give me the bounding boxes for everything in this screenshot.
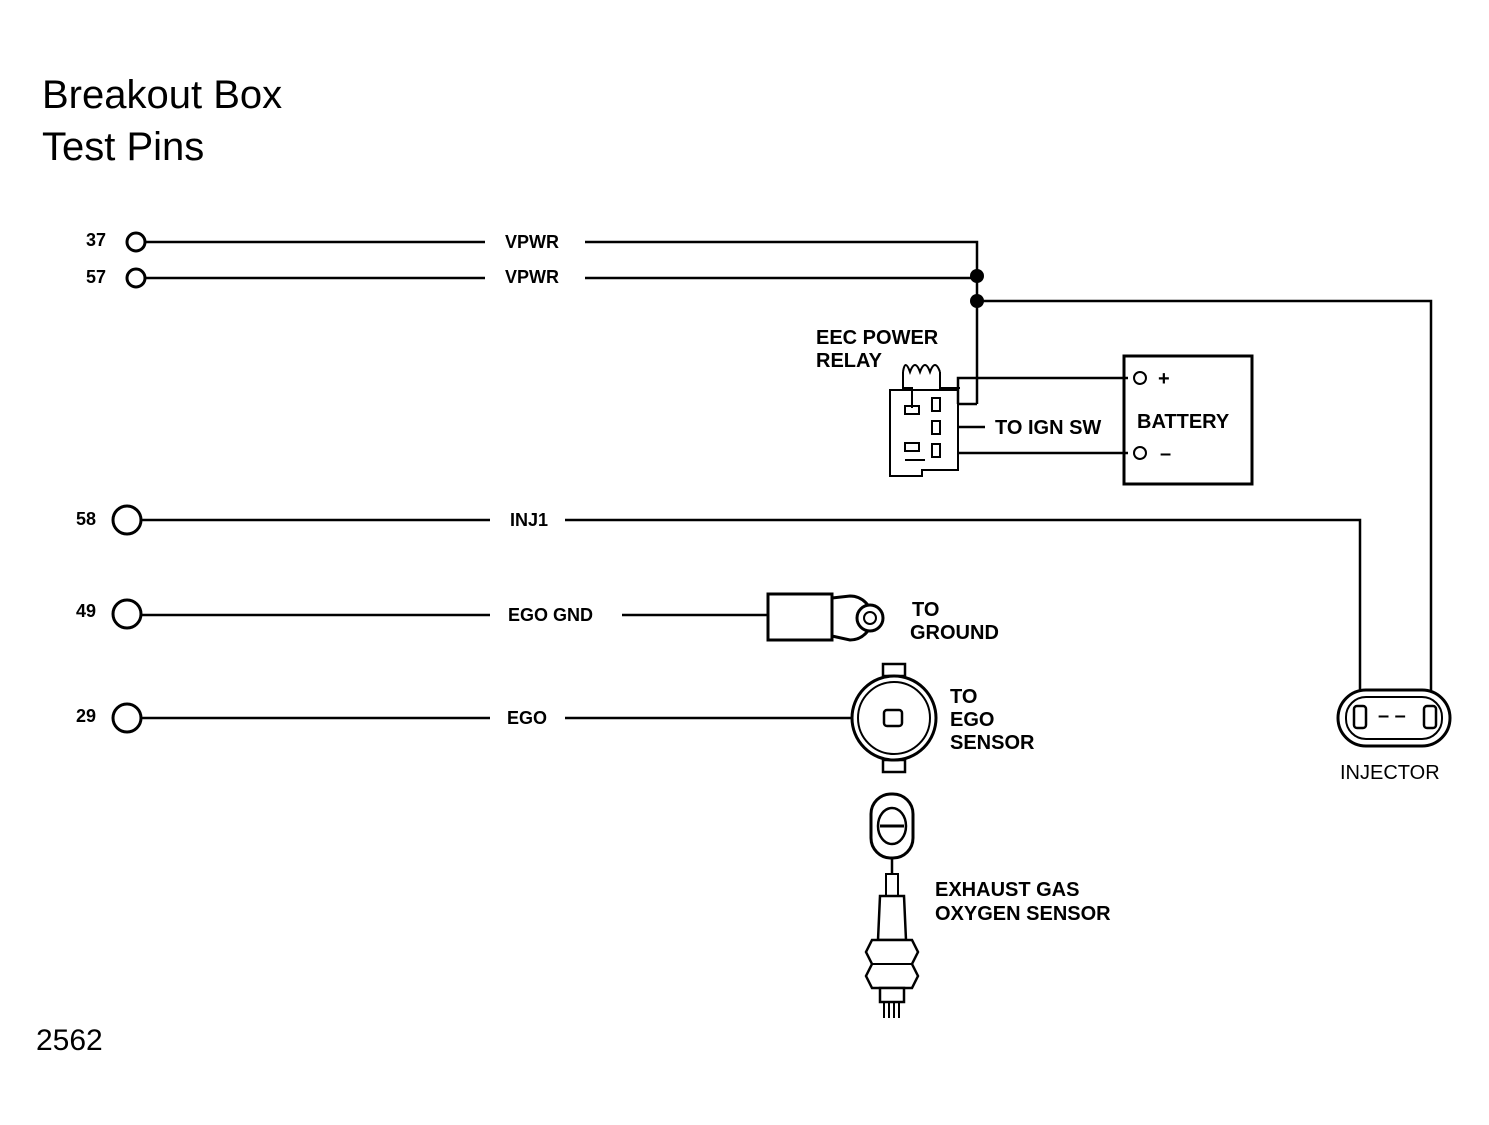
figure-number: 2562	[36, 1024, 103, 1057]
connector-tab	[881, 758, 907, 774]
injector-body-inner	[1345, 696, 1443, 740]
sensor-body	[876, 894, 908, 942]
pin-57-terminal[interactable]	[125, 267, 147, 289]
battery: + BATTERY –	[1122, 354, 1254, 486]
pin-29-signal-label: EGO	[507, 708, 547, 728]
ego-connector-label-line3: SENSOR	[950, 732, 1035, 754]
ign-switch-label: TO IGN SW	[995, 417, 1101, 439]
pin-29-circuit: 29 EGO	[76, 702, 888, 734]
injector-body	[1336, 688, 1452, 748]
relay-coil-icon	[902, 364, 941, 375]
diagram-title-line2: Test Pins	[42, 125, 204, 169]
sensor-connector-socket	[876, 806, 908, 846]
relay-terminal	[931, 443, 941, 458]
relay-housing	[889, 389, 959, 477]
oxygen-sensor-label-line2: OXYGEN SENSOR	[935, 903, 1111, 925]
pin-37-circuit: 37 VPWR	[86, 230, 979, 276]
ground-eyelet-icon	[766, 592, 885, 642]
pin-37-number: 37	[86, 230, 106, 250]
injector-terminal	[1422, 704, 1438, 730]
battery-negative-terminal	[1133, 446, 1147, 460]
wire	[956, 376, 1128, 404]
relay-label-line2: RELAY	[816, 350, 883, 372]
battery-label: BATTERY	[1137, 411, 1230, 433]
pin-49-signal-label: EGO GND	[508, 605, 593, 625]
diagram-title-line1: Breakout Box	[42, 73, 282, 117]
relay-terminal	[904, 405, 920, 415]
ground-eyelet-hole	[855, 603, 885, 633]
pin-49-circuit: 49 EGO GND	[76, 598, 768, 630]
pin-58-terminal[interactable]	[111, 504, 143, 536]
wire	[585, 240, 979, 276]
pin-37-signal-label: VPWR	[505, 232, 559, 252]
pin-49-terminal[interactable]	[111, 598, 143, 630]
pin-29-number: 29	[76, 706, 96, 726]
pin-49-number: 49	[76, 601, 96, 621]
relay-terminal	[931, 420, 941, 435]
pin-37-terminal[interactable]	[125, 231, 147, 253]
injector-connector-icon: – –	[1336, 688, 1452, 748]
connector-pin	[882, 708, 904, 728]
pin-58-circuit: 58 INJ1	[76, 504, 1362, 700]
relay-terminal	[904, 442, 920, 452]
connector-tab	[881, 662, 907, 678]
ego-connector-label-line2: EGO	[950, 709, 994, 731]
ground-label-line1: TO	[912, 599, 939, 621]
injector-terminal	[1352, 704, 1368, 730]
pin-57-signal-label: VPWR	[505, 267, 559, 287]
connector-ring	[857, 681, 931, 755]
injector-label: INJECTOR	[1340, 762, 1440, 784]
ground-label-line2: GROUND	[910, 622, 999, 644]
oxygen-sensor-label-line1: EXHAUST GAS	[935, 879, 1079, 901]
oxygen-sensor-icon	[864, 792, 920, 1018]
eec-power-relay: EEC POWER RELAY	[816, 327, 960, 477]
battery-case	[1122, 354, 1254, 486]
ground-eyelet-hole	[863, 611, 877, 625]
ground-connector	[766, 592, 834, 642]
relay-label-line1: EEC POWER	[816, 327, 939, 349]
wire	[939, 372, 960, 389]
pin-57-circuit: 57 VPWR	[86, 267, 977, 289]
ego-connector-icon	[850, 662, 938, 774]
battery-plus-mark: +	[1158, 368, 1170, 390]
pin-58-signal-label: INJ1	[510, 510, 548, 530]
sensor-lead-boot	[885, 873, 899, 897]
injector-marks: – –	[1378, 705, 1406, 727]
sensor-thread	[878, 986, 906, 1004]
sensor-tip	[883, 1002, 900, 1018]
battery-minus-mark: –	[1160, 443, 1171, 465]
pin-29-terminal[interactable]	[111, 702, 143, 734]
relay-terminal	[931, 397, 941, 412]
ego-connector-label-line1: TO	[950, 686, 977, 708]
wire-to-injector	[565, 518, 1362, 700]
pin-58-number: 58	[76, 509, 96, 529]
wire	[902, 372, 913, 408]
pin-57-number: 57	[86, 267, 106, 287]
wire-to-injector	[977, 299, 1433, 700]
battery-positive-terminal	[1133, 371, 1147, 385]
